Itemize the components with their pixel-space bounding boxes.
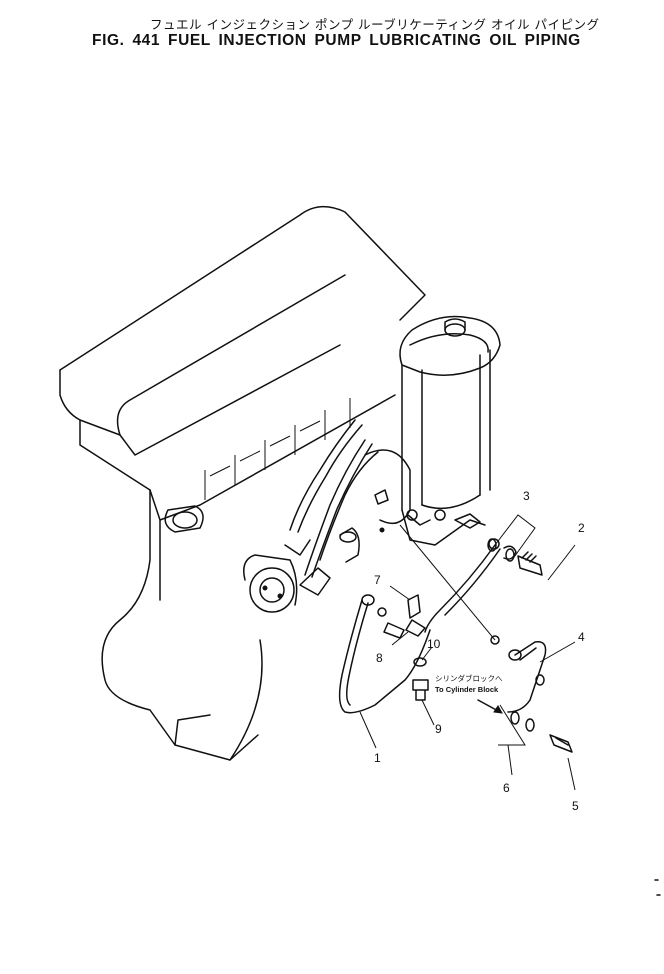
callout-labels: 1 2 3 4 5 6 7 8 9 10: [374, 489, 585, 813]
callout-4: 4: [578, 630, 585, 644]
callout-7: 7: [374, 573, 381, 587]
callout-10: 10: [427, 637, 441, 651]
callout-3: 3: [523, 489, 530, 503]
pipe-1: [338, 594, 431, 714]
figure-title-english: FIG. 441 FUEL INJECTION PUMP LUBRICATING…: [92, 32, 581, 49]
pump-body: [364, 449, 411, 533]
engine-block: [59, 206, 426, 761]
injection-pipes: [284, 419, 379, 596]
note-english: To Cylinder Block: [435, 685, 499, 694]
cylinder-block-note: シリンダブロックへ To Cylinder Block: [435, 673, 503, 694]
pipe-3: [424, 538, 501, 633]
callout-6: 6: [503, 781, 510, 795]
margin-mark: [654, 879, 661, 896]
callout-9: 9: [435, 722, 442, 736]
fuel-filter: [399, 315, 501, 546]
callout-8: 8: [376, 651, 383, 665]
callout-5: 5: [572, 799, 579, 813]
note-japanese: シリンダブロックへ: [435, 673, 503, 683]
callout-2: 2: [578, 521, 585, 535]
hardware: [359, 514, 576, 791]
figure-title-japanese: フュエル インジェクション ポンプ ルーブリケーティング オイル パイピング: [150, 17, 600, 32]
callout-1: 1: [374, 751, 381, 765]
pipe-4: [507, 641, 547, 713]
